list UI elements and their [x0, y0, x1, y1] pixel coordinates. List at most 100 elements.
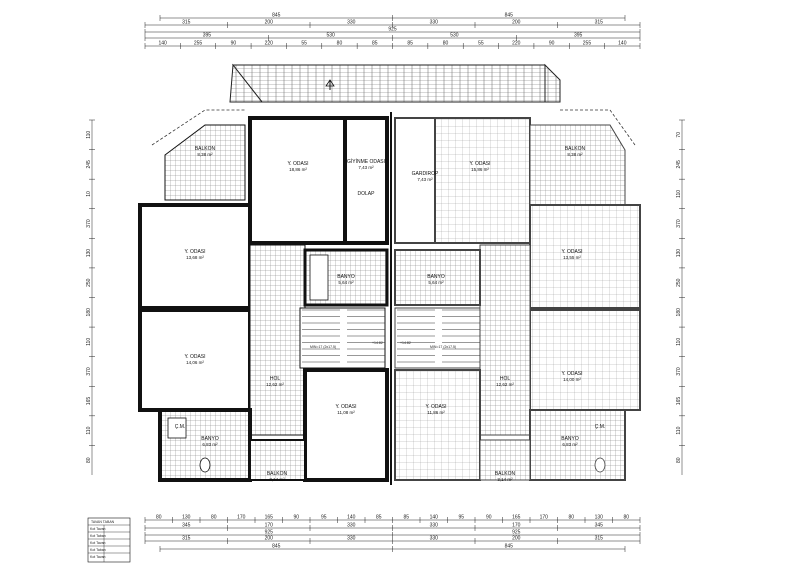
dimension-value: 10: [86, 191, 92, 197]
level-right: +14.82: [400, 341, 411, 345]
room-area-hol-left: 12,62 m²: [266, 382, 284, 387]
dimension-value: 845: [505, 13, 514, 19]
dimension-value: 95: [321, 515, 327, 521]
dimension-value: 80: [443, 41, 449, 47]
room-area-yodasi-right-top: 15,86 m²: [471, 167, 489, 172]
dimension-value: 255: [583, 41, 592, 47]
room-label-balkon-left-top: BALKON: [195, 146, 216, 152]
dimension-value: 70: [676, 132, 682, 138]
dimension-value: 315: [595, 20, 604, 26]
dimension-value: 170: [265, 523, 274, 529]
room-label-banyo-right-low: BANYO: [561, 436, 579, 442]
dimension-value: 165: [512, 515, 521, 521]
dimension-value: 530: [450, 33, 459, 39]
room-label-yodasi-left-low: Y. ODASI: [184, 354, 205, 360]
dimension-value: 55: [301, 41, 307, 47]
dimension-value: 925: [388, 27, 397, 33]
dimension-value: 200: [265, 20, 274, 26]
room-label-banyo-right-mid: BANYO: [427, 274, 445, 280]
dimension-value: 95: [458, 515, 464, 521]
room-area-balkon-left-bottom: 3,14 m²: [269, 477, 285, 482]
dimension-value: 345: [182, 523, 191, 529]
dimension-value: 165: [86, 397, 92, 406]
dimension-value: 330: [430, 536, 439, 542]
dimension-value: 250: [676, 278, 682, 287]
dimension-value: 80: [676, 457, 682, 463]
dimension-value: 330: [347, 536, 356, 542]
room-area-balkon-left-top: 8,38 m²: [197, 152, 213, 157]
dimension-value: 370: [86, 367, 92, 376]
dimension-value: 200: [512, 536, 521, 542]
dimension-value: 845: [272, 13, 281, 19]
dimension-value: 165: [676, 397, 682, 406]
dimension-value: 330: [347, 20, 356, 26]
room-label-yodasi-left-mid: Y. ODASI: [184, 249, 205, 255]
dimension-value: 85: [376, 515, 382, 521]
dimension-value: 110: [86, 131, 92, 139]
dimension-value: 85: [372, 41, 378, 47]
dimension-value: 315: [595, 536, 604, 542]
dimension-value: 80: [568, 515, 574, 521]
dimension-value: 140: [618, 41, 627, 47]
dimension-value: 395: [574, 33, 583, 39]
room-area-hol-right: 12,62 m²: [496, 382, 514, 387]
room-label-hol-left: HOL: [270, 376, 281, 382]
dimension-value: 370: [676, 367, 682, 376]
dimension-value: 220: [512, 41, 521, 47]
stair-label-right: MIN=17 (2x17.5): [430, 345, 456, 349]
room-area-yodasi-right-bottom: 11,86 m²: [427, 410, 445, 415]
dimension-value: 245: [676, 160, 682, 169]
dimension-value: 110: [86, 338, 92, 346]
dimension-value: 130: [676, 249, 682, 258]
room-area-balkon-right-top: 8,38 m²: [567, 152, 583, 157]
room-area-yodasi-right-low: 14,00 m²: [563, 377, 581, 382]
legend-row: Kot Tavan: [90, 555, 106, 559]
dimension-value: 200: [512, 20, 521, 26]
dimension-value: 330: [430, 20, 439, 26]
dimension-value: 110: [676, 190, 682, 198]
dimension-value: 90: [549, 41, 555, 47]
legend-row: Kot Taban: [90, 548, 106, 552]
dimension-value: 845: [505, 544, 514, 550]
room-label-yodasi-right-low: Y. ODASI: [561, 371, 582, 377]
room-area-balkon-right-bottom: 3,14 m²: [497, 477, 513, 482]
room-label-yodasi-right-bottom: Y. ODASI: [425, 404, 446, 410]
dimension-value: 110: [86, 426, 92, 434]
room-area-yodasi-left-bottom: 11,08 m²: [337, 410, 355, 415]
room-area-yodasi-right-mid: 13,55 m²: [563, 255, 581, 260]
room-label-yodasi-left-top: Y. ODASI: [287, 161, 308, 167]
legend-table: TAVAN TABAN Kot Tavan Kot Taban Kot Tava…: [87, 517, 131, 563]
dimension-value: 170: [237, 515, 246, 521]
room-area-yodasi-left-top: 18,86 m²: [289, 167, 307, 172]
room-area-gardrop-right: 7,43 m²: [417, 177, 433, 182]
dimension-value: 170: [512, 523, 521, 529]
room-label-cm-right: Ç.M.: [595, 424, 606, 430]
dimension-value: 80: [156, 515, 162, 521]
room-label-giyinme-left: GİYİNME ODASI: [347, 158, 385, 165]
dimension-value: 90: [231, 41, 237, 47]
room-label-yodasi-right-mid: Y. ODASI: [561, 249, 582, 255]
room-area-giyinme-left: 7,43 m²: [358, 165, 374, 170]
legend-row: Kot Tavan: [90, 527, 106, 531]
roof-eave: [229, 63, 561, 103]
room-label-dolap-left: DOLAP: [358, 191, 376, 197]
dimension-value: 170: [540, 515, 549, 521]
room-label-gardrop-right: GARDIROP: [412, 171, 439, 177]
room-label-banyo-left-low: BANYO: [201, 436, 219, 442]
dimension-value: 110: [676, 338, 682, 346]
dimension-value: 250: [86, 278, 92, 287]
dimension-value: 245: [86, 160, 92, 169]
room-area-yodasi-left-low: 14,06 m²: [186, 360, 204, 365]
room-area-banyo-left-low: 6,83 m²: [202, 442, 218, 447]
dimension-value: 80: [337, 41, 343, 47]
room-area-yodasi-left-mid: 13,68 m²: [186, 255, 204, 260]
dimension-value: 165: [265, 515, 274, 521]
dimension-value: 370: [676, 219, 682, 228]
room-label-balkon-left-bottom: BALKON: [267, 471, 288, 477]
dimension-value: 255: [194, 41, 203, 47]
dimension-value: 80: [86, 457, 92, 463]
dimension-value: 90: [293, 515, 299, 521]
legend-row: Kot Taban: [90, 534, 106, 538]
